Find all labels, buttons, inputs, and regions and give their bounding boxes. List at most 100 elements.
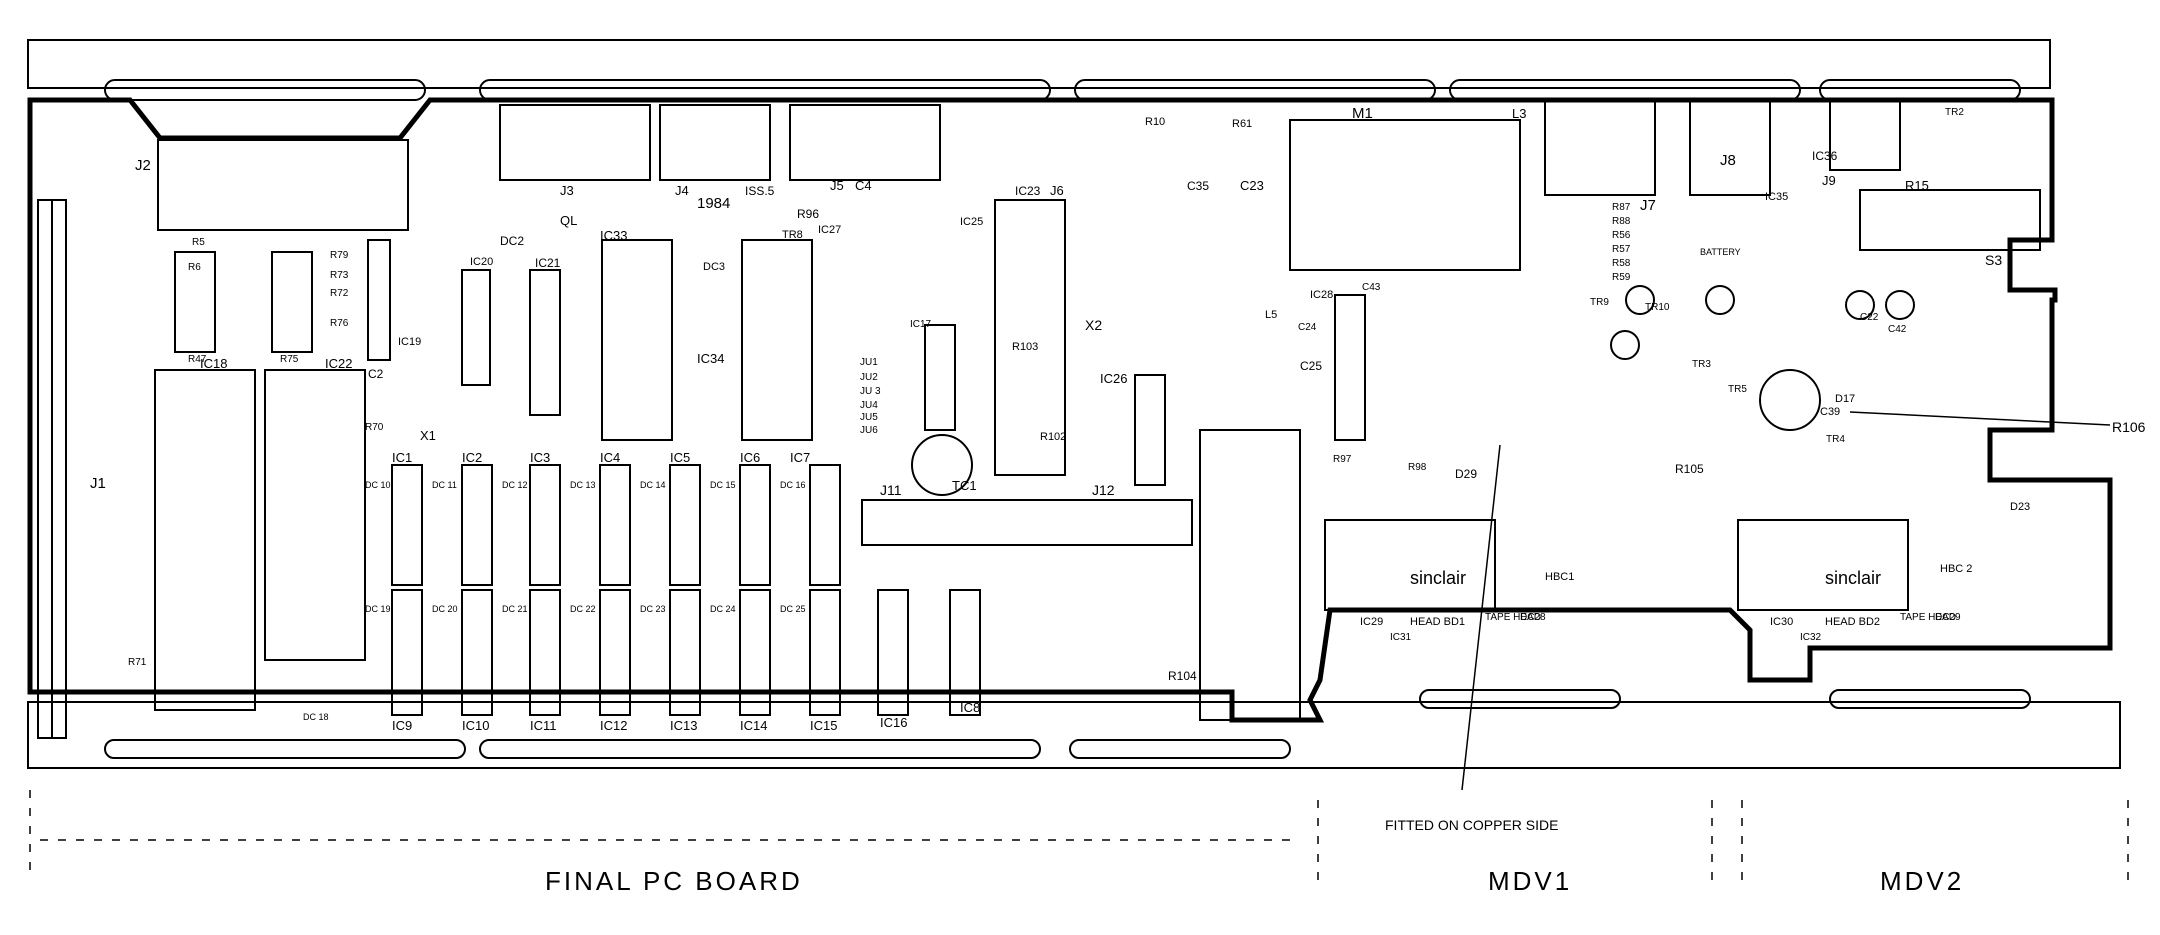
ic8-label: IC8 xyxy=(960,700,980,715)
dc-bot-1: DC 19 xyxy=(365,604,391,614)
mdv-resistor-4: R57 xyxy=(1612,244,1631,255)
ic6-label: IC6 xyxy=(740,450,760,465)
connector-j11-j12 xyxy=(861,499,1193,546)
board-bottom-rail xyxy=(27,701,2121,769)
dc3-label: DC3 xyxy=(703,261,725,273)
dc-top-3: DC 12 xyxy=(502,480,528,490)
dc-bot-3: DC 21 xyxy=(502,604,528,614)
mdv1-sinclair-chip xyxy=(1324,519,1496,611)
ic-row-bottom xyxy=(391,589,981,716)
sinclair-logo-mdv1: sinclair xyxy=(1410,568,1466,588)
ic30-label: IC30 xyxy=(1770,616,1793,628)
j11-label: J11 xyxy=(880,482,902,498)
connector-j3 xyxy=(499,104,651,181)
ic21-chip xyxy=(529,269,561,416)
ic35-label: IC35 xyxy=(1765,191,1788,203)
d23-label: D23 xyxy=(2010,501,2030,513)
ic33-label: IC33 xyxy=(600,228,627,243)
head-bd2-label: HEAD BD2 xyxy=(1825,616,1880,628)
j12-label: J12 xyxy=(1092,482,1115,498)
board-top-rail xyxy=(27,39,2051,89)
ic-big-chip xyxy=(1199,429,1301,721)
hbc1-label: HBC1 xyxy=(1545,571,1574,583)
j7-label: J7 xyxy=(1640,197,1656,214)
ic19-chip xyxy=(367,239,391,361)
hbc2-label: HBC 2 xyxy=(1940,563,1972,575)
mdv-resistor-3: R56 xyxy=(1612,230,1631,241)
ql-label: QL xyxy=(560,213,577,228)
dc-bot-5: DC 23 xyxy=(640,604,666,614)
ju2-label: JU2 xyxy=(860,372,878,383)
mdv-resistor-6: R59 xyxy=(1612,272,1631,283)
j6-label: J6 xyxy=(1050,183,1064,198)
dc-bot-7: DC 25 xyxy=(780,604,806,614)
r70-label: R70 xyxy=(365,422,384,433)
ic21-label: IC21 xyxy=(535,256,561,270)
c23-label: C23 xyxy=(1240,178,1264,193)
fitted-copper-callout: FITTED ON COPPER SIDE xyxy=(1385,817,1558,833)
left-resistor-1: R79 xyxy=(330,250,349,261)
ic20-chip xyxy=(461,269,491,386)
connector-j9 xyxy=(1829,99,1901,171)
c4-label: C4 xyxy=(855,178,872,193)
connector-j2 xyxy=(157,139,409,231)
dc2-label: DC2 xyxy=(500,234,524,248)
ju6-label: JU6 xyxy=(860,425,878,436)
r61-label: R61 xyxy=(1232,118,1252,130)
left-resistor-4: R76 xyxy=(330,318,349,329)
ic13-label: IC13 xyxy=(670,718,697,733)
connector-j4 xyxy=(659,104,771,181)
r96-label: R96 xyxy=(797,207,819,221)
j8-label: J8 xyxy=(1720,152,1736,169)
ic36-label: IC36 xyxy=(1812,149,1838,163)
board-outline xyxy=(27,97,2113,723)
l5-label: L5 xyxy=(1265,309,1277,321)
c42-label: C42 xyxy=(1888,324,1907,335)
main-section-label: FINAL PC BOARD xyxy=(545,866,803,896)
r6-label: R6 xyxy=(188,262,201,273)
ju3-label: JU 3 xyxy=(860,386,881,397)
ic10-label: IC10 xyxy=(462,718,489,733)
ic9-label: IC9 xyxy=(392,718,412,733)
r98-label: R98 xyxy=(1408,462,1427,473)
l3-label: L3 xyxy=(1512,106,1526,121)
slot xyxy=(1074,79,1436,101)
r10-label: R10 xyxy=(1145,116,1165,128)
tr4-label: TR4 xyxy=(1826,434,1845,445)
ic20-label: IC20 xyxy=(470,256,493,268)
c39-label: C39 xyxy=(1820,406,1840,418)
ic23-label: IC23 xyxy=(1015,184,1041,198)
tr3-label: TR3 xyxy=(1692,359,1711,370)
ic28-label: IC28 xyxy=(1310,289,1333,301)
connector-j5 xyxy=(789,104,941,181)
tape-head1-label: TAPE HEAD xyxy=(1485,612,1541,623)
mdv1-section-label: MDV1 xyxy=(1488,866,1572,896)
r104-label: R104 xyxy=(1168,669,1197,683)
r47-label: R47 xyxy=(188,354,207,365)
x1-label: X1 xyxy=(420,428,436,443)
dc-top-2: DC 11 xyxy=(432,480,457,490)
ju4-label: JU4 xyxy=(860,400,878,411)
ic23-chip xyxy=(994,199,1066,476)
tr10-label: TR10 xyxy=(1645,302,1670,313)
j1-label: J1 xyxy=(90,475,106,492)
tc1-trimmer xyxy=(911,434,973,496)
tc1-label: TC1 xyxy=(952,478,977,493)
s3-label: S3 xyxy=(1985,252,2002,268)
r103-label: R103 xyxy=(1012,341,1038,353)
module-m1 xyxy=(1289,119,1521,271)
c43-label: C43 xyxy=(1362,282,1381,293)
r5-label: R5 xyxy=(192,237,205,248)
mdv-resistor-5: R58 xyxy=(1612,258,1631,269)
ic17-chip xyxy=(924,324,956,431)
ic5-label: IC5 xyxy=(670,450,690,465)
j4-label: J4 xyxy=(675,183,689,198)
slot xyxy=(479,739,1041,759)
year-label: 1984 xyxy=(697,195,730,212)
connector-j7 xyxy=(1544,99,1656,196)
r106-callout: R106 xyxy=(2112,419,2146,435)
ic16-label: IC16 xyxy=(880,715,907,730)
tape-head2-label: TAPE HEAD xyxy=(1900,612,1956,623)
dc-top-4: DC 13 xyxy=(570,480,596,490)
